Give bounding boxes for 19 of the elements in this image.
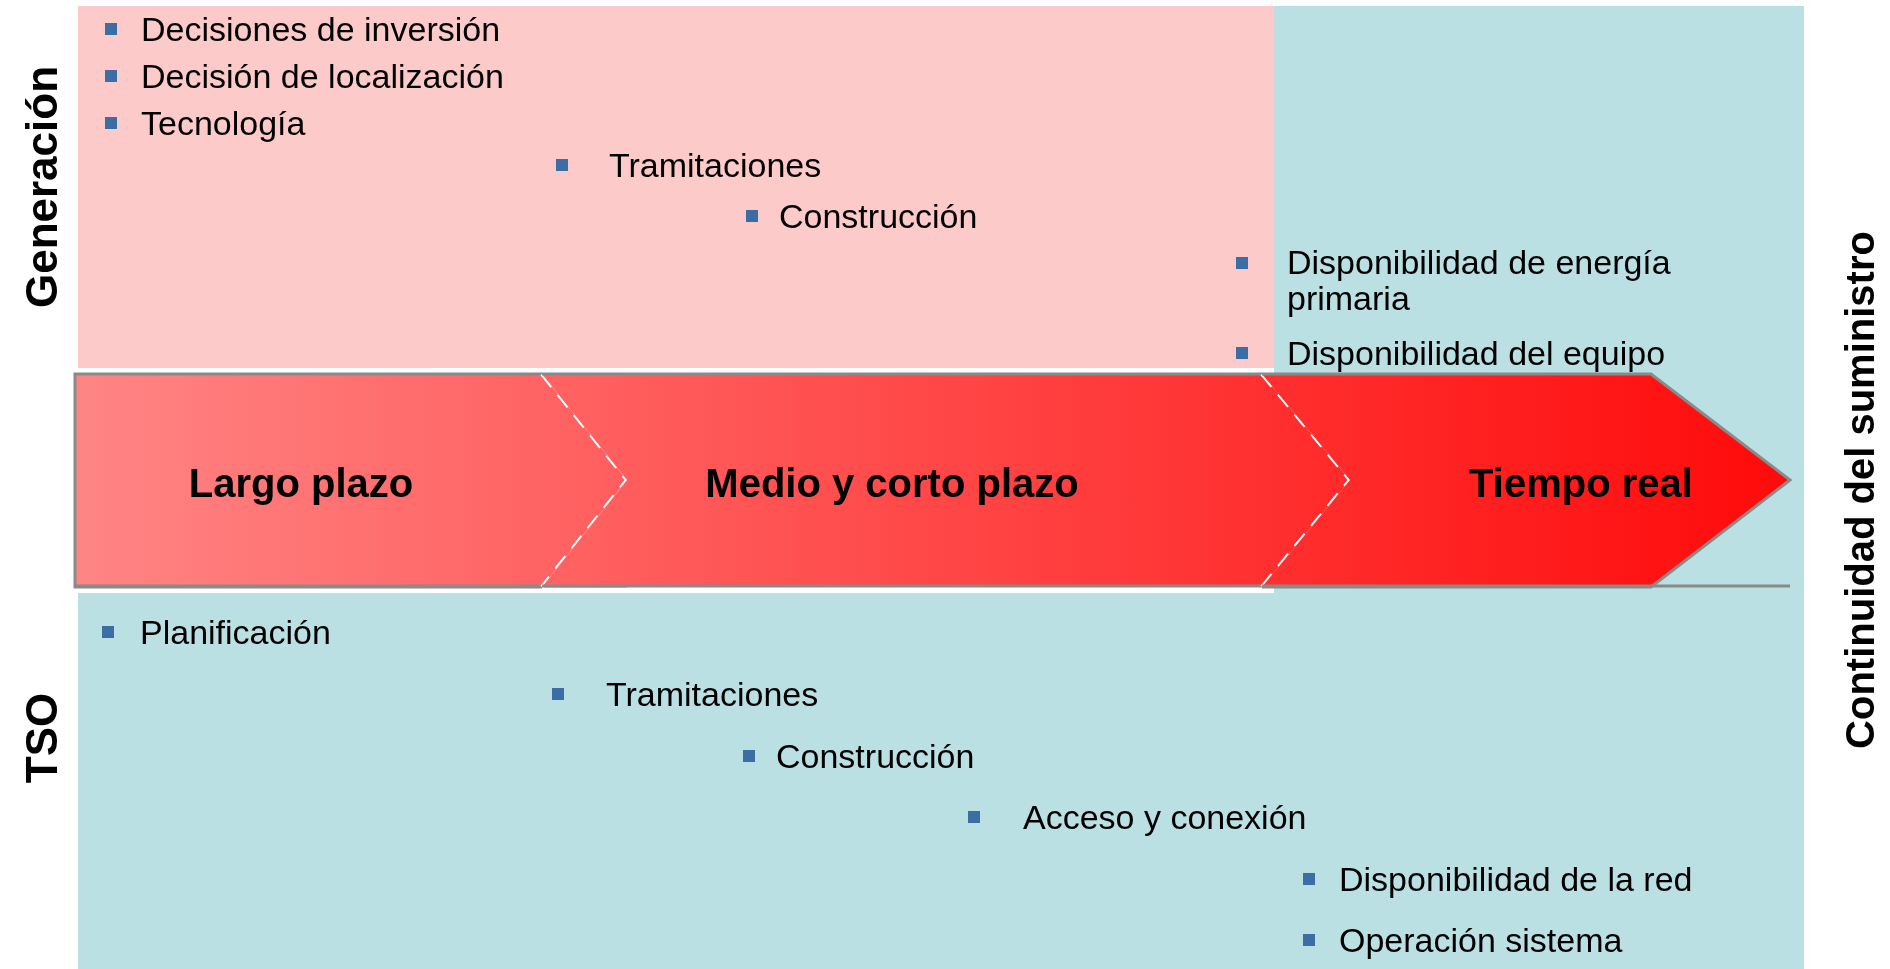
list-item-text: Decisiones de inversión: [141, 11, 501, 47]
list-item-text: Disponibilidad de energía primaria: [1287, 244, 1672, 316]
list-item-text: Disponibilidad de la red: [1339, 861, 1693, 897]
phase-label: Largo plazo: [188, 460, 414, 505]
phase-label: Tiempo real: [1469, 460, 1693, 505]
list-item-text: Tecnología: [141, 105, 306, 141]
list-item-text: Planificación: [140, 614, 331, 650]
list-item-text: Tramitaciones: [609, 147, 822, 183]
list-item-text: Tramitaciones: [606, 676, 819, 712]
list-item-text: Acceso y conexión: [1023, 799, 1307, 835]
list-item-text: Decisión de localización: [141, 58, 504, 94]
phase-label: Medio y corto plazo: [705, 460, 1079, 505]
list-item-text: Operación sistema: [1339, 922, 1623, 958]
row-heading: TSO: [18, 692, 66, 784]
list-item-text: Construcción: [776, 738, 975, 774]
list-item-text: Construcción: [779, 198, 978, 234]
list-item-text: Disponibilidad del equipo: [1287, 335, 1666, 371]
side-label: Continuidad del suministro: [1838, 231, 1882, 749]
row-heading: Generación: [18, 65, 66, 309]
